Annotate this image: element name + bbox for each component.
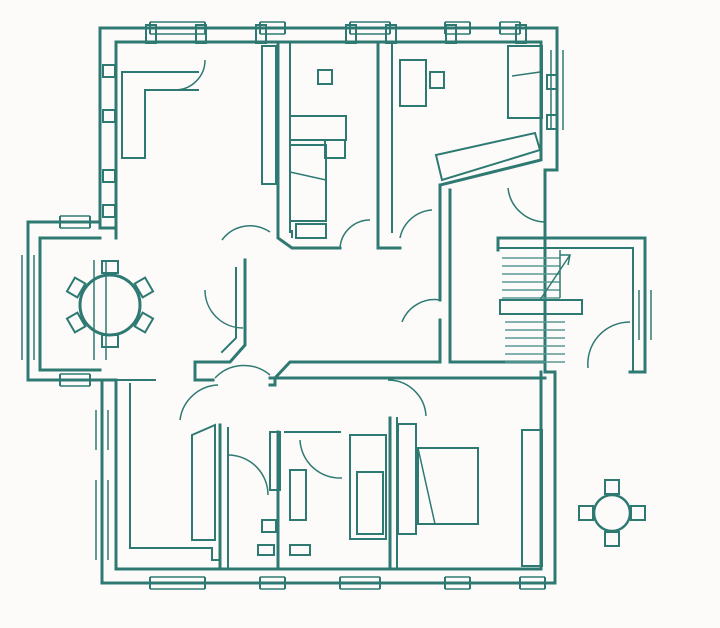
- door-swing-entry: [174, 59, 206, 91]
- bedroom-wardrobe: [521, 429, 543, 567]
- window-frame-top-3: [345, 24, 357, 44]
- staircase: [499, 250, 583, 363]
- window-frame-top-1: [195, 24, 207, 44]
- bath-1-shelf: [269, 431, 281, 491]
- office-1-cabinet: [295, 223, 327, 239]
- window-frame-west-0: [102, 64, 116, 78]
- office-wall-left: [276, 40, 342, 250]
- entry-counter-outer: [121, 71, 199, 159]
- door-swing-bath-2: [299, 439, 343, 479]
- window-frame-west-3: [102, 204, 116, 218]
- bay-corner-top: [98, 226, 118, 240]
- door-swing-office-1: [339, 219, 371, 249]
- bath-1-sink: [261, 519, 277, 533]
- door-swing-stair-top: [507, 187, 546, 223]
- hall-wall-south: [273, 318, 442, 387]
- bath-2-tub: [356, 471, 384, 535]
- window-frame-top-0: [145, 24, 157, 44]
- door-swing-bath-1: [227, 454, 269, 496]
- stair-wall-inner: [497, 247, 634, 373]
- hall-wall-west: [193, 258, 247, 382]
- window-frame-top-2: [255, 24, 267, 44]
- office-1-desk-return: [324, 139, 346, 159]
- window-frame-top-5: [445, 24, 457, 44]
- stair-direction-arrow: [539, 254, 571, 301]
- bath-1-toilet: [257, 544, 275, 556]
- stair-wall-outer: [496, 236, 647, 374]
- bay-wall-inner: [38, 236, 102, 372]
- door-swing-hall-nw: [221, 225, 271, 241]
- dining-chair-4: [65, 311, 87, 334]
- patio-chair-1: [630, 505, 646, 521]
- patio-chair-2: [604, 531, 620, 547]
- exterior-and-interior-walls: [26, 26, 647, 585]
- window-frame-west-2: [102, 169, 116, 183]
- furniture: [65, 45, 646, 567]
- window-frame-east-1: [546, 114, 558, 130]
- office-2-sofa: [434, 131, 542, 182]
- bath-2-tub-frame: [349, 434, 387, 540]
- door-swing-hall-sw: [214, 364, 271, 379]
- bath-2-counter: [289, 469, 307, 521]
- office-1-desk: [289, 115, 347, 141]
- office-2-bed: [507, 45, 543, 119]
- exterior-wall-outer: [26, 26, 559, 585]
- dining-chair-1: [133, 276, 155, 299]
- stair-arrow-head: [560, 254, 571, 266]
- patio-chair-3: [578, 505, 594, 521]
- windows: [21, 21, 652, 590]
- window-frame-east-0: [546, 74, 558, 90]
- window-frame-top-6: [515, 24, 527, 44]
- dining-chair-5: [65, 276, 87, 299]
- office-wall-mid: [376, 40, 402, 250]
- office-2-desk: [399, 59, 427, 107]
- bedroom-bed: [417, 447, 479, 525]
- office-1-bed: [289, 144, 327, 222]
- dining-chair-0: [101, 260, 119, 274]
- kitchen-counter: [129, 383, 221, 561]
- door-swing-hall-w: [204, 289, 244, 329]
- bedroom-bed-fold: [417, 447, 436, 525]
- office-2-chair: [429, 71, 445, 89]
- office-1-shelf: [261, 45, 277, 185]
- office-1-chair: [317, 69, 333, 85]
- entry-counter-inner: [144, 89, 199, 159]
- door-swings: [174, 59, 631, 496]
- hall-wall-east-inner: [448, 188, 547, 364]
- window-frame-west-1: [102, 109, 116, 123]
- door-swing-office-2: [399, 209, 433, 239]
- office-2-bed-fold: [511, 71, 541, 77]
- patio-table-round: [592, 493, 632, 533]
- dining-table-round: [78, 273, 142, 337]
- bath-2-toilet: [289, 544, 311, 556]
- door-swing-hall-e: [401, 298, 441, 323]
- kitchen-island: [191, 423, 216, 541]
- bedroom-side-unit: [397, 423, 417, 535]
- stair-landing: [499, 299, 583, 315]
- dining-chair-2: [133, 311, 155, 334]
- office-1-bed-fold: [289, 171, 327, 181]
- dining-chair-3: [101, 334, 119, 348]
- door-swing-stair-bottom: [587, 321, 631, 369]
- door-swing-kitchen: [179, 384, 219, 421]
- window-frame-top-4: [385, 24, 397, 44]
- hall-wall-west-inner: [220, 267, 237, 354]
- patio-chair-0: [604, 479, 620, 495]
- door-swing-bedroom: [387, 379, 427, 417]
